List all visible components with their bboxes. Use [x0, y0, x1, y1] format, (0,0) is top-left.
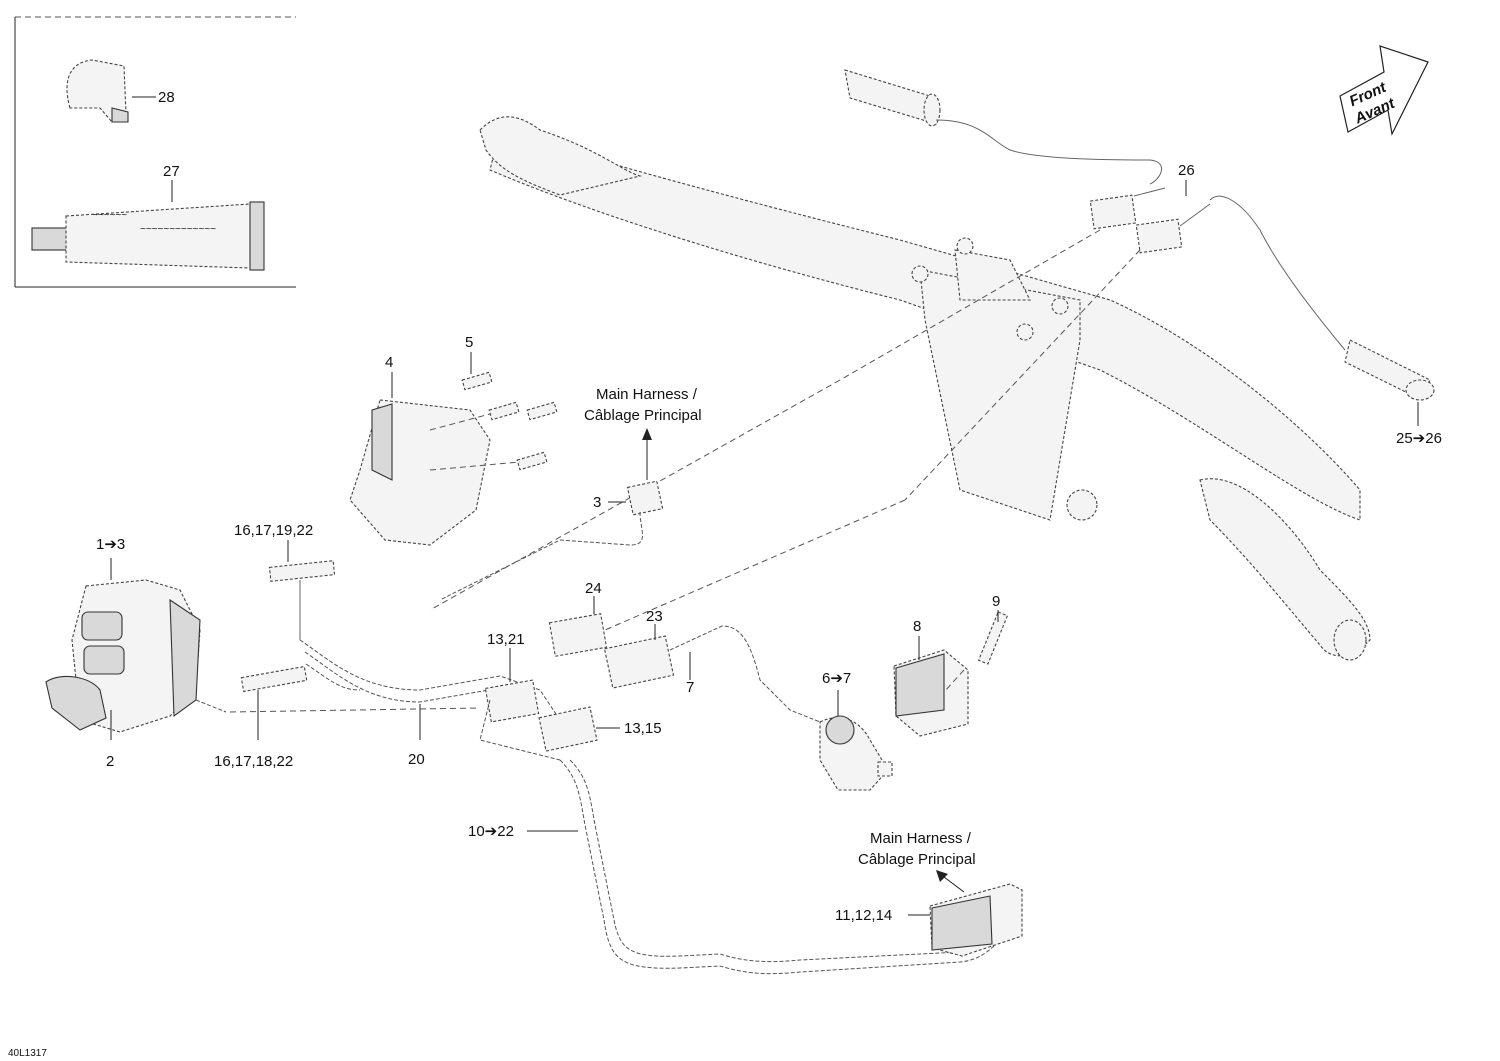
callout-25-26: 25➔26: [1396, 430, 1442, 447]
harness-bottom-line1: Main Harness /: [870, 830, 972, 847]
part-9-pin: [943, 611, 1009, 693]
part-26-connectors: [1089, 187, 1211, 254]
harness-bottom-line2: Câblage Principal: [858, 851, 976, 868]
routing-line-e: [229, 707, 481, 713]
callout-24: 24: [585, 580, 602, 597]
part-20-harness: [299, 639, 561, 721]
part-23-connector: [603, 625, 821, 723]
grip-heater-top: [844, 69, 1162, 185]
part-10-22-harness: [559, 759, 1001, 975]
callout-1-3: 1➔3: [96, 536, 125, 553]
svg-text:~~~~~~~~~~~~~: ~~~~~~~~~~~~~: [140, 224, 216, 235]
routing-line-a: [839, 229, 1101, 381]
callout-2: 2: [106, 753, 114, 770]
part-6-switch: [819, 715, 893, 791]
callout-13-21: 13,21: [487, 631, 525, 648]
drawing-id: 40L1317: [8, 1048, 47, 1059]
callout-4: 4: [385, 354, 393, 371]
part-13-21-connector: [479, 679, 561, 761]
callout-16-17-19-22: 16,17,19,22: [234, 522, 313, 539]
callout-8: 8: [913, 618, 921, 635]
part-4-housing: [349, 399, 491, 546]
callout-28: 28: [158, 89, 175, 106]
part-16-17-18-22-connector: [240, 665, 308, 693]
part-24-connector: [548, 613, 608, 657]
arrow-harness-top: [642, 428, 652, 440]
callout-3: 3: [593, 494, 601, 511]
callout-6-7: 6➔7: [822, 670, 851, 687]
callout-10-22: 10➔22: [468, 823, 514, 840]
harness-top-line2: Câblage Principal: [584, 407, 702, 424]
callout-26: 26: [1178, 162, 1195, 179]
callout-7: 7: [686, 679, 694, 696]
callout-11-12-14: 11,12,14: [835, 907, 892, 924]
handlebar: [479, 116, 1371, 661]
callout-13-15: 13,15: [624, 720, 662, 737]
callout-5: 5: [465, 334, 473, 351]
callout-27: 27: [163, 163, 180, 180]
callout-16-17-18-22: 16,17,18,22: [214, 753, 293, 770]
grip-heater-bottom: [1209, 195, 1435, 401]
arrow-harness-bottom: [936, 870, 948, 882]
svg-text:~~~~~~: ~~~~~~: [92, 210, 127, 221]
part-28-cover: [66, 59, 129, 123]
part-1-switch-assembly: [45, 579, 227, 733]
callout-9: 9: [992, 593, 1000, 610]
part-27-tube: ~~~~~~ ~~~~~~~~~~~~~: [31, 201, 265, 271]
routing-line-d: [604, 499, 906, 631]
callout-20: 20: [408, 751, 425, 768]
harness-top-line1: Main Harness /: [596, 386, 698, 403]
front-arrow: Front Avant: [1339, 45, 1429, 136]
part-11-12-14-connector: [929, 883, 1023, 957]
part-3-connector: [439, 480, 664, 601]
part-16-17-19-22-connector: [268, 560, 336, 640]
inset-box: [14, 16, 296, 288]
part-13-15-connector: [538, 706, 598, 752]
routing-line-c: [904, 249, 1141, 501]
part-5-screws: [429, 371, 558, 471]
handlebar-riser: [911, 237, 1098, 521]
callout-23: 23: [646, 608, 663, 625]
part-8-knob: [893, 649, 969, 737]
